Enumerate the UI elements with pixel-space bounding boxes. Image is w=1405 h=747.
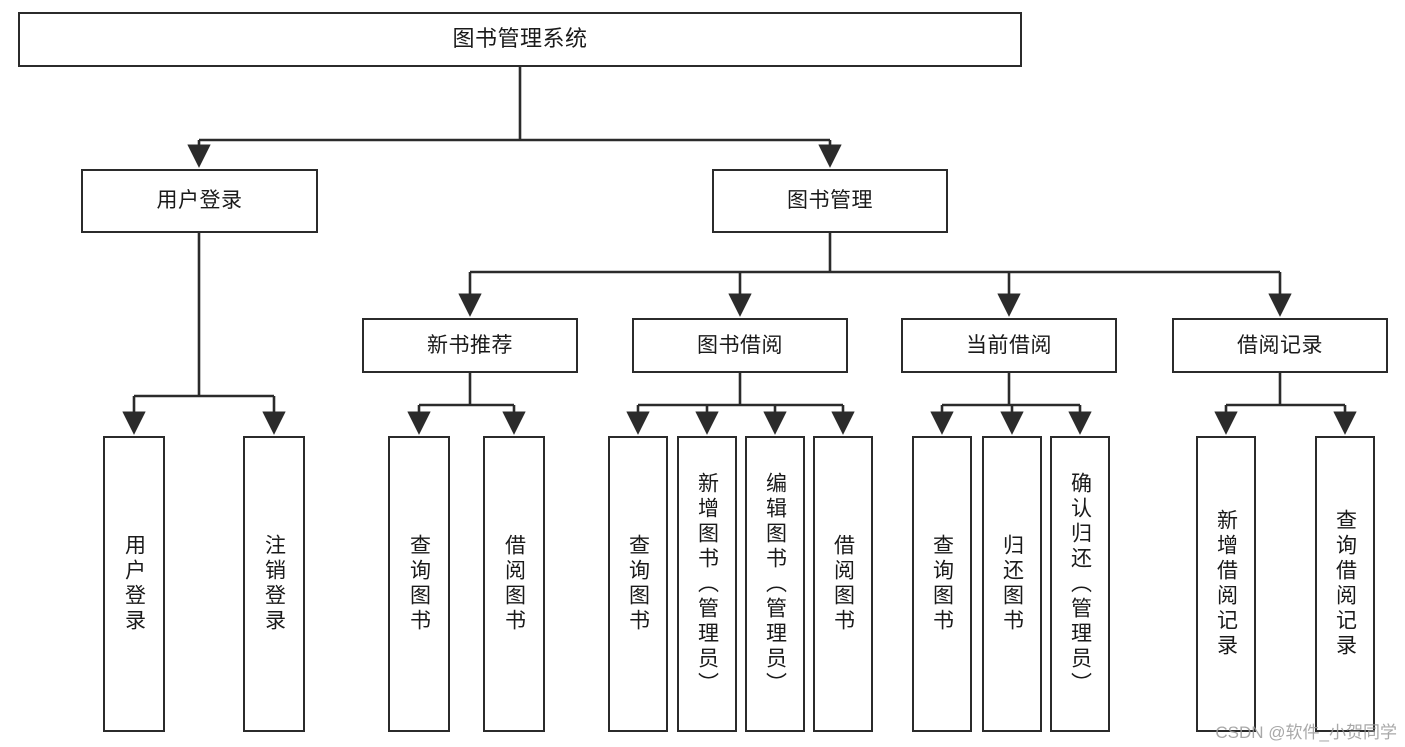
node-label: 新增借阅记录 — [1214, 509, 1238, 659]
node-label: 注销登录 — [262, 534, 286, 634]
node-label: 借阅图书 — [831, 534, 855, 634]
node-new-book-recommend[interactable]: 新书推荐 — [362, 318, 578, 373]
node-current-borrow[interactable]: 当前借阅 — [901, 318, 1117, 373]
node-root-book-management-system[interactable]: 图书管理系统 — [18, 12, 1022, 67]
node-label: 用户登录 — [122, 534, 146, 634]
node-leaf-return-book[interactable]: 归还图书 — [982, 436, 1042, 732]
node-label: 图书管理 — [787, 189, 873, 213]
node-label: 查询图书 — [930, 534, 954, 634]
node-label: 新增图书（管理员） — [695, 471, 719, 697]
node-leaf-edit-book-admin[interactable]: 编辑图书（管理员） — [745, 436, 805, 732]
node-label: 归还图书 — [1000, 534, 1024, 634]
node-label: 借阅记录 — [1237, 333, 1323, 357]
node-leaf-confirm-return-admin[interactable]: 确认归还（管理员） — [1050, 436, 1110, 732]
node-label: 当前借阅 — [966, 333, 1052, 357]
node-leaf-query-book-recommend[interactable]: 查询图书 — [388, 436, 450, 732]
node-label: 图书管理系统 — [452, 26, 588, 52]
node-leaf-add-book-admin[interactable]: 新增图书（管理员） — [677, 436, 737, 732]
node-label: 新书推荐 — [427, 333, 513, 357]
node-label: 编辑图书（管理员） — [763, 471, 787, 697]
watermark: CSDN @软件_小贺同学 — [1215, 723, 1397, 742]
node-label: 借阅图书 — [502, 534, 526, 634]
node-label: 查询图书 — [407, 534, 431, 634]
node-leaf-query-book-current[interactable]: 查询图书 — [912, 436, 972, 732]
node-leaf-query-book-borrow[interactable]: 查询图书 — [608, 436, 668, 732]
node-leaf-logout[interactable]: 注销登录 — [243, 436, 305, 732]
node-leaf-user-login[interactable]: 用户登录 — [103, 436, 165, 732]
node-leaf-add-borrow-record[interactable]: 新增借阅记录 — [1196, 436, 1256, 732]
node-label: 查询图书 — [626, 534, 650, 634]
node-label: 用户登录 — [156, 189, 243, 213]
node-user-login[interactable]: 用户登录 — [81, 169, 318, 233]
node-borrow-record[interactable]: 借阅记录 — [1172, 318, 1388, 373]
node-book-manage[interactable]: 图书管理 — [712, 169, 948, 233]
node-book-borrow[interactable]: 图书借阅 — [632, 318, 848, 373]
node-leaf-borrow-book-recommend[interactable]: 借阅图书 — [483, 436, 545, 732]
node-label: 图书借阅 — [697, 333, 783, 357]
node-label: 查询借阅记录 — [1333, 509, 1357, 659]
node-leaf-query-borrow-record[interactable]: 查询借阅记录 — [1315, 436, 1375, 732]
node-label: 确认归还（管理员） — [1068, 471, 1092, 697]
node-leaf-borrow-book-borrow[interactable]: 借阅图书 — [813, 436, 873, 732]
